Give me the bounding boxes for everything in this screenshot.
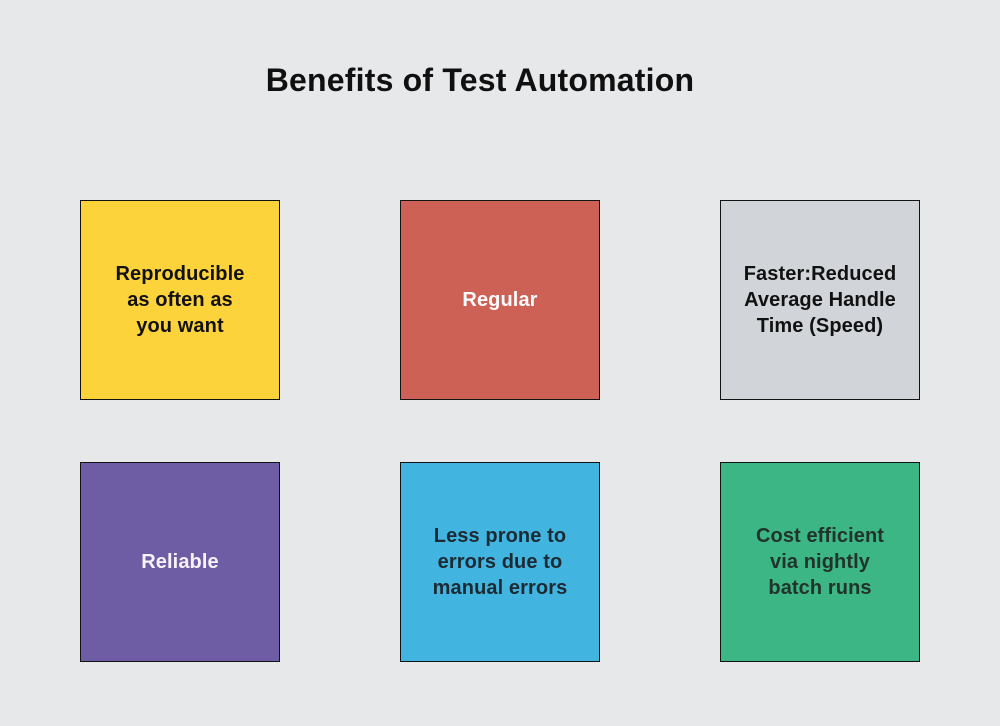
benefit-box-regular: Regular: [400, 200, 600, 400]
benefit-box-cost-efficient: Cost efficient via nightly batch runs: [720, 462, 920, 662]
diagram-title: Benefits of Test Automation: [265, 62, 695, 98]
benefit-box-label: Less prone to errors due to manual error…: [432, 525, 568, 599]
benefit-box-reliable: Reliable: [80, 462, 280, 662]
benefit-box-label: Reliable: [141, 551, 219, 573]
benefit-box-label: Faster:Reduced Average Handle Time (Spee…: [743, 263, 897, 337]
benefit-box-label: Cost efficient via nightly batch runs: [755, 525, 885, 599]
benefit-box-label: Reproducible as often as you want: [115, 263, 245, 337]
benefit-box-label: Regular: [462, 289, 538, 311]
benefit-box-reproducible: Reproducible as often as you want: [80, 200, 280, 400]
benefit-box-faster-reduced-aht: Faster:Reduced Average Handle Time (Spee…: [720, 200, 920, 400]
benefit-box-less-prone-to-errors: Less prone to errors due to manual error…: [400, 462, 600, 662]
